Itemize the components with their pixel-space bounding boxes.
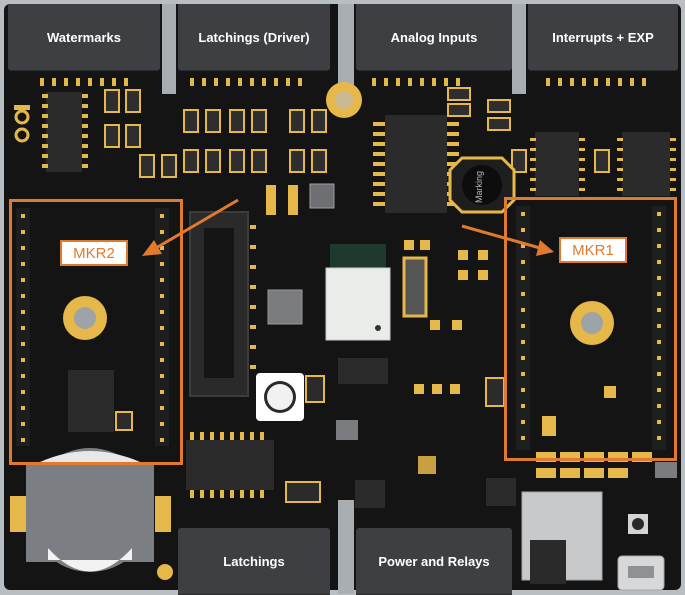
mkr2-slot-body: [16, 208, 169, 446]
connector-analog-inputs: Analog Inputs: [356, 4, 512, 71]
coin-cell-holder: [10, 448, 171, 572]
connector-interrupts-exp: Interrupts + EXP: [528, 4, 678, 71]
mkr2-slot-highlight: [9, 199, 183, 465]
mkr1-slot-body: [516, 206, 666, 450]
connector-power-relays: Power and Relays: [356, 528, 512, 595]
mkr-pointer-arrows: [142, 198, 554, 256]
arduino-logo-icon: [14, 109, 30, 143]
ic-chip: [385, 115, 447, 213]
connector-latchings-driver: Latchings (Driver): [178, 4, 330, 71]
connector-watermarks: Watermarks: [8, 4, 160, 71]
mkr1-label: MKR1: [559, 237, 627, 263]
mkr2-label: MKR2: [60, 240, 128, 266]
connector-latchings: Latchings: [178, 528, 330, 595]
inductor-marking-text: Marking: [474, 171, 484, 203]
mkr1-slot-highlight: [504, 197, 677, 461]
